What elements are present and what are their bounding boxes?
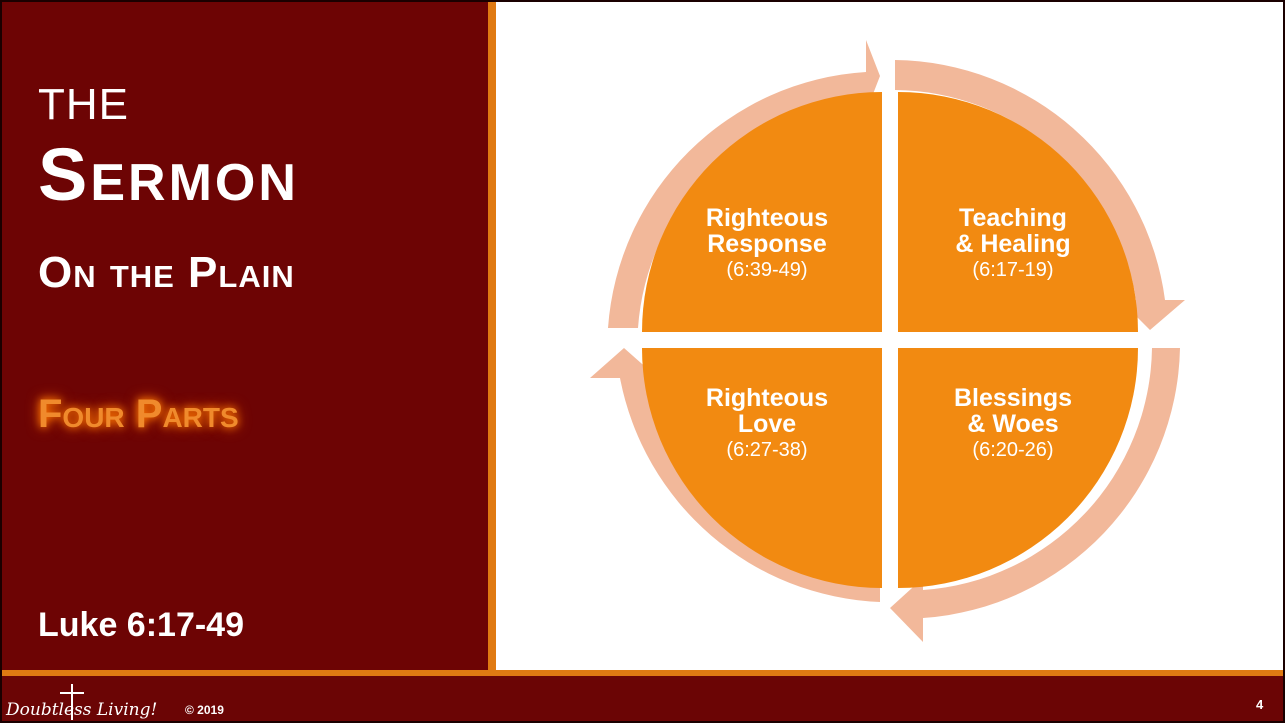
copyright: © 2019: [185, 703, 224, 717]
quadrant-reference: (6:27-38): [726, 438, 808, 461]
cycle-diagram: [590, 40, 1185, 642]
cycle-arrows: [590, 40, 1185, 642]
quadrant-top-right: [898, 92, 1138, 332]
title-sermon: Sermon: [38, 133, 299, 216]
quadrant-label-top-left: Righteous Response (6:39-49): [667, 205, 867, 281]
quadrant-label-top-right: Teaching & Healing (6:17-19): [913, 205, 1113, 281]
title-the: THE: [38, 80, 129, 129]
quadrant-title: & Woes: [967, 410, 1059, 439]
quadrant-title: Love: [737, 410, 797, 439]
quadrant-title: Blessings: [953, 384, 1073, 412]
quadrant-title: Righteous: [705, 384, 829, 412]
quadrant-top-left: [642, 92, 882, 332]
arrow-bottom-right: [890, 348, 1180, 642]
title-on-the-plain: On the Plain: [38, 248, 295, 297]
footer-rule: [0, 670, 1285, 676]
subtitle-four-parts: Four Parts: [38, 392, 239, 436]
title-panel: [0, 0, 488, 670]
panel-divider: [488, 0, 496, 670]
page-number: 4: [1256, 697, 1264, 712]
quadrant-bottom-left: [642, 348, 882, 588]
quadrant-title: Response: [707, 230, 827, 259]
diagram-panel: [496, 0, 1285, 670]
scripture-reference: Luke 6:17-49: [38, 606, 244, 644]
quadrant-title: & Healing: [955, 230, 1071, 259]
arrow-top-right: [895, 60, 1185, 330]
arrow-top-left: [608, 40, 880, 328]
quadrant-reference: (6:39-49): [726, 258, 808, 281]
quadrant-reference: (6:20-26): [972, 438, 1054, 461]
quadrant-label-bottom-right: Blessings & Woes (6:20-26): [913, 385, 1113, 461]
quadrant-label-bottom-left: Righteous Love (6:27-38): [667, 385, 867, 461]
cycle-quadrants: [642, 92, 1138, 588]
quadrant-bottom-right: [898, 348, 1138, 588]
quadrant-title: Righteous: [705, 204, 829, 232]
cross-logo-icon: [60, 684, 84, 720]
quadrant-title: Teaching: [959, 204, 1067, 232]
quadrant-reference: (6:17-19): [972, 258, 1054, 281]
footer-bar: [0, 676, 1285, 723]
logo-text: Doubtless Living!: [6, 700, 158, 720]
